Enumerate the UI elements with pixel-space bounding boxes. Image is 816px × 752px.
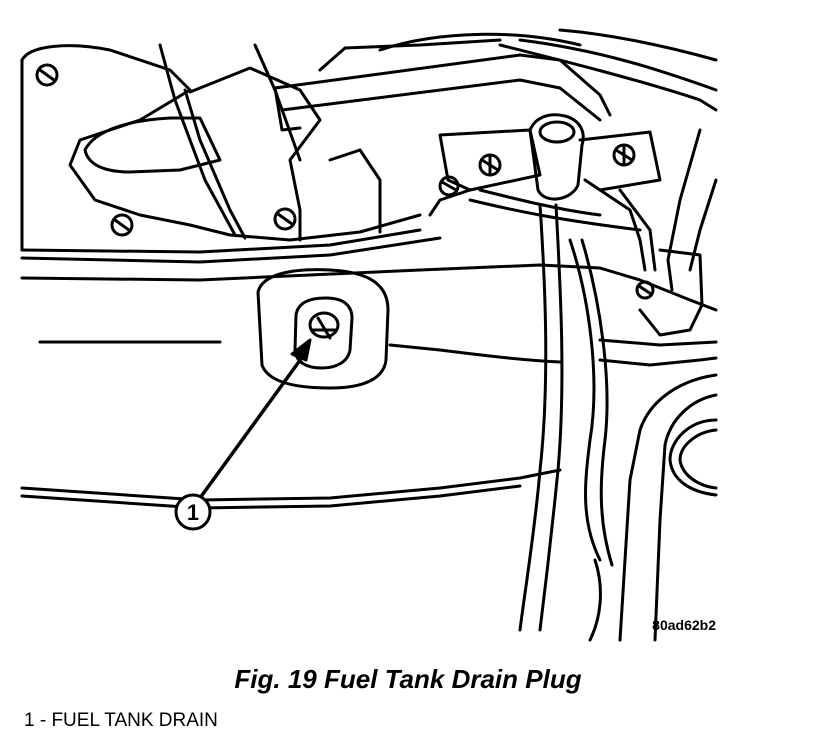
callout-1-circle: [174, 493, 212, 531]
callout-1-number: 1: [187, 500, 199, 525]
drain-plug-boss: [256, 268, 390, 390]
fuel-tank: [20, 263, 718, 510]
drawing-id: 80ad62b2: [652, 617, 716, 633]
filler-neck: [618, 128, 718, 642]
frame-crossmember: [20, 43, 442, 264]
fuel-lines: [468, 188, 642, 642]
callout-leader: [198, 338, 312, 500]
fuel-tank-drain-plug-illustration: 1 80ad62b2: [20, 28, 718, 642]
tank-strap-bracket: [428, 113, 662, 272]
figure-caption: Fig. 19 Fuel Tank Drain Plug: [234, 664, 582, 694]
drain-plug: [308, 311, 340, 340]
legend-item-1: 1 - FUEL TANK DRAIN: [24, 710, 218, 731]
callout-1: 1: [174, 493, 212, 531]
bracket-bolts: [35, 63, 655, 300]
frame-rail: [273, 28, 718, 132]
